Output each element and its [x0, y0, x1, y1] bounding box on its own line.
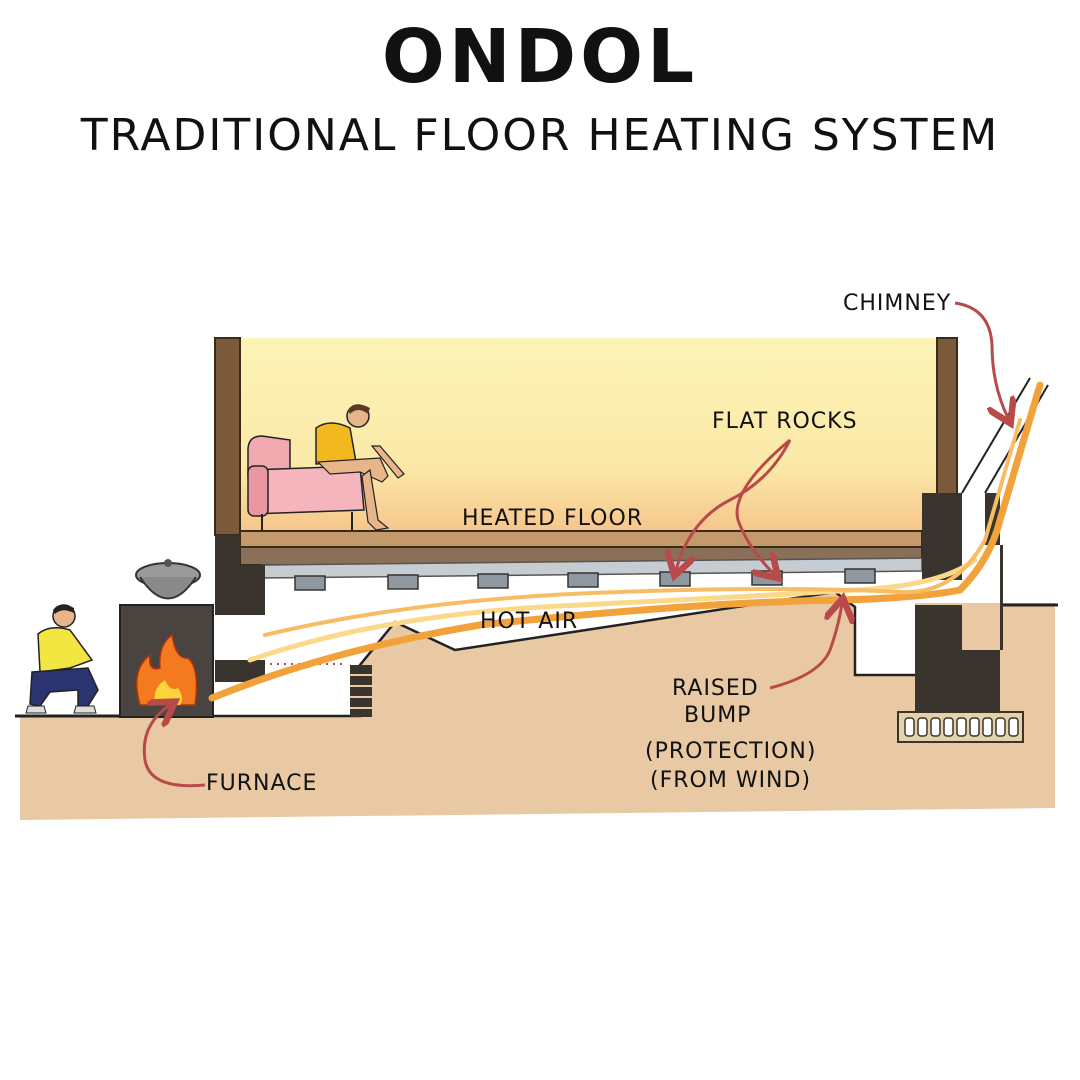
- flat-rocks-arrow-icon-2: [735, 438, 791, 574]
- label-heated-floor: HEATED FLOOR: [462, 506, 643, 531]
- label-raised-bump-2: BUMP: [684, 703, 751, 728]
- label-hot-air: HOT AIR: [480, 609, 578, 634]
- label-chimney: CHIMNEY: [843, 291, 951, 316]
- page-title: ONDOL: [381, 14, 699, 100]
- raised-bump-arrow-icon: [769, 604, 842, 690]
- furnace-wall: [215, 535, 372, 717]
- callout-arrows: [142, 301, 1008, 788]
- label-flat-rocks: FLAT ROCKS: [712, 409, 858, 434]
- fire-icon: [135, 633, 198, 706]
- furnace-arrow-icon: [142, 705, 206, 788]
- chimney: [897, 377, 1049, 743]
- furnace: [119, 559, 214, 718]
- heated-floor-slab: [239, 530, 923, 579]
- page-subtitle: TRADITIONAL FLOOR HEATING SYSTEM: [80, 110, 1000, 161]
- hot-air-flow: [208, 381, 1044, 702]
- label-raised-bump-1: RAISED: [672, 676, 759, 701]
- person-crouching: [25, 604, 99, 714]
- chimney-arrow-icon: [954, 301, 1008, 418]
- label-furnace: FURNACE: [206, 771, 317, 796]
- label-protection-1: (PROTECTION): [645, 739, 816, 764]
- flat-rocks-arrow-icon-1: [676, 439, 792, 570]
- person-seated: [247, 404, 405, 531]
- label-protection-2: (FROM WIND): [650, 768, 811, 793]
